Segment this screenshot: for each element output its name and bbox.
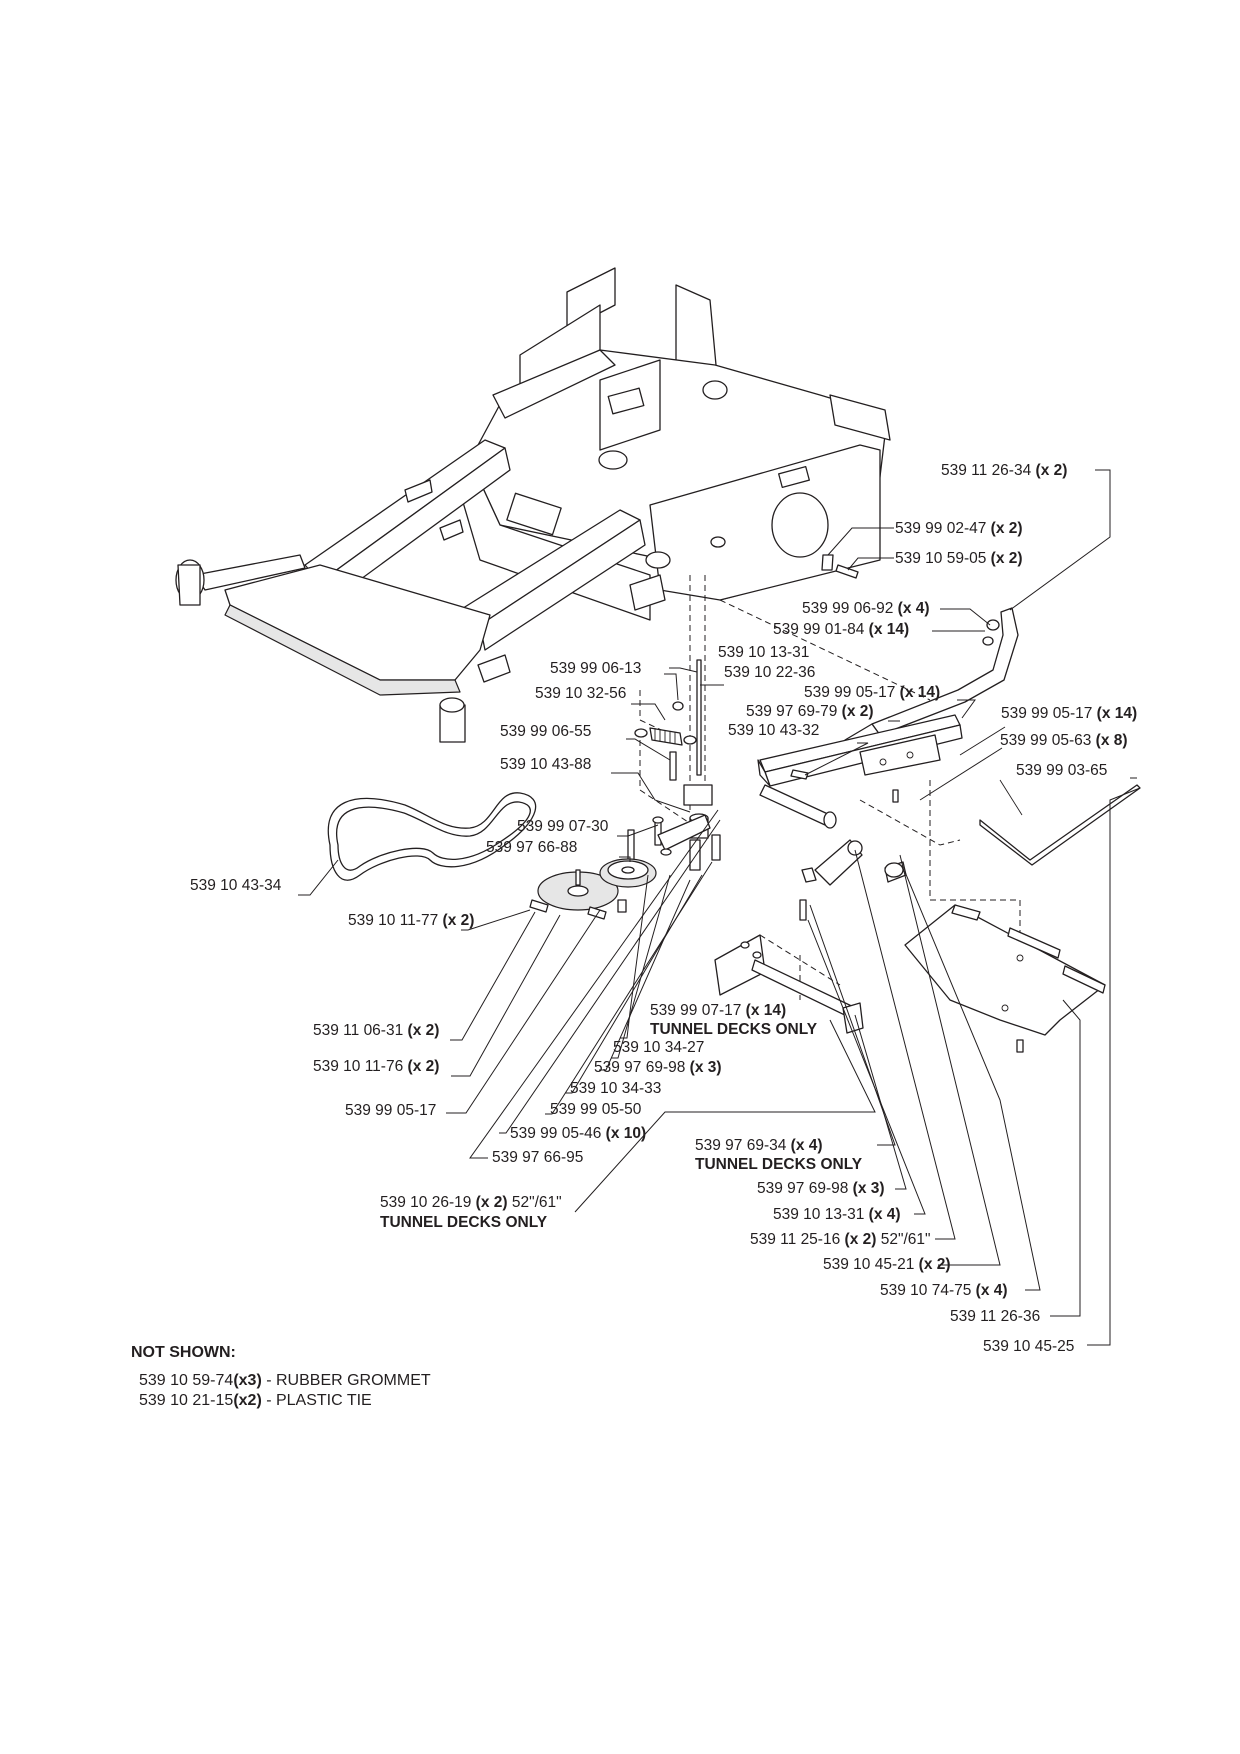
callout-label: 539 10 26-19 (x 2) 52"/61" xyxy=(380,1194,562,1211)
callout-label: 539 99 05-17 (x 14) xyxy=(804,684,940,701)
skid-plate-539-11-26-36 xyxy=(904,904,1106,1053)
callout-label: 539 99 05-17 xyxy=(345,1102,436,1119)
callout-label: 539 10 43-32 xyxy=(728,722,819,739)
not-shown-item: 539 10 21-15(x2) - PLASTIC TIE xyxy=(139,1391,431,1411)
mower-frame xyxy=(175,267,891,743)
callout-label: 539 11 25-16 (x 2) 52"/61" xyxy=(750,1231,931,1248)
callout-label: TUNNEL DECKS ONLY xyxy=(650,1021,818,1038)
callout-label: 539 99 05-63 (x 8) xyxy=(1000,732,1128,749)
callout-label: 539 97 66-88 xyxy=(486,839,577,856)
callout-label: 539 10 45-25 xyxy=(983,1338,1074,1355)
callout-label: 539 10 34-33 xyxy=(570,1080,661,1097)
callout-label: 539 11 26-36 xyxy=(950,1308,1040,1325)
callout-label: 539 99 06-13 xyxy=(550,660,641,677)
callout-label: TUNNEL DECKS ONLY xyxy=(695,1156,863,1173)
callout-label: 539 11 26-34 (x 2) xyxy=(941,462,1067,479)
tunnel-deck-bracket xyxy=(714,934,864,1034)
callout-label: 539 99 06-92 (x 4) xyxy=(802,600,930,617)
callout-label: 539 10 32-56 xyxy=(535,685,626,702)
callout-label: 539 10 43-34 xyxy=(190,877,282,894)
not-shown-part: 539 10 59-74 xyxy=(139,1372,234,1389)
hardware-parts xyxy=(529,554,859,920)
leader-lines xyxy=(298,469,1141,1346)
callout-label: 539 99 05-17 (x 14) xyxy=(1001,705,1137,722)
callout-label: 539 97 69-98 (x 3) xyxy=(594,1059,722,1076)
callout-labels: 539 11 26-34 (x 2) 539 99 02-47 (x 2) 53… xyxy=(190,462,1137,1355)
callout-label: 539 97 66-95 xyxy=(492,1149,583,1166)
callout-label: 539 10 11-77 (x 2) xyxy=(348,912,474,929)
not-shown-item: 539 10 59-74(x3) - RUBBER GROMMET xyxy=(139,1371,431,1391)
not-shown-desc: - PLASTIC TIE xyxy=(261,1392,372,1409)
belt-539-10-43-34 xyxy=(327,792,537,881)
callout-label: 539 99 03-65 xyxy=(1016,762,1107,779)
not-shown-list: NOT SHOWN: 539 10 59-74(x3) - RUBBER GRO… xyxy=(131,1343,431,1411)
not-shown-qty: (x3) xyxy=(233,1372,262,1389)
callout-label: 539 99 06-55 xyxy=(500,723,591,740)
callout-label: 539 99 05-46 (x 10) xyxy=(510,1125,646,1142)
callout-label: 539 97 69-79 (x 2) xyxy=(746,703,874,720)
not-shown-title: NOT SHOWN: xyxy=(131,1344,236,1361)
callout-label: 539 10 13-31 (x 4) xyxy=(773,1206,901,1223)
callout-label: 539 11 06-31 (x 2) xyxy=(313,1022,439,1039)
callout-label: 539 10 45-21 (x 2) xyxy=(823,1256,951,1273)
not-shown-part: 539 10 21-15 xyxy=(139,1392,234,1409)
callout-label: 539 99 01-84 (x 14) xyxy=(773,621,909,638)
callout-label: 539 99 05-50 xyxy=(550,1101,642,1118)
callout-label: 539 99 02-47 (x 2) xyxy=(895,520,1023,537)
callout-label: 539 10 11-76 (x 2) xyxy=(313,1058,439,1075)
callout-label: 539 10 59-05 (x 2) xyxy=(895,550,1023,567)
callout-label: 539 99 07-30 xyxy=(517,818,609,835)
callout-label: 539 10 43-88 xyxy=(500,756,591,773)
not-shown-qty: (x2) xyxy=(233,1392,262,1409)
not-shown-desc: - RUBBER GROMMET xyxy=(261,1372,431,1389)
callout-label: 539 97 69-98 (x 3) xyxy=(757,1180,885,1197)
callout-label: 539 10 74-75 (x 4) xyxy=(880,1282,1008,1299)
callout-label: 539 99 07-17 (x 14) xyxy=(650,1002,786,1019)
callout-label: 539 97 69-34 (x 4) xyxy=(695,1137,823,1154)
callout-label: 539 10 13-31 xyxy=(718,644,809,661)
callout-label: 539 10 34-27 xyxy=(613,1039,704,1056)
callout-label: TUNNEL DECKS ONLY xyxy=(380,1214,548,1231)
callout-label: 539 10 22-36 xyxy=(724,664,815,681)
